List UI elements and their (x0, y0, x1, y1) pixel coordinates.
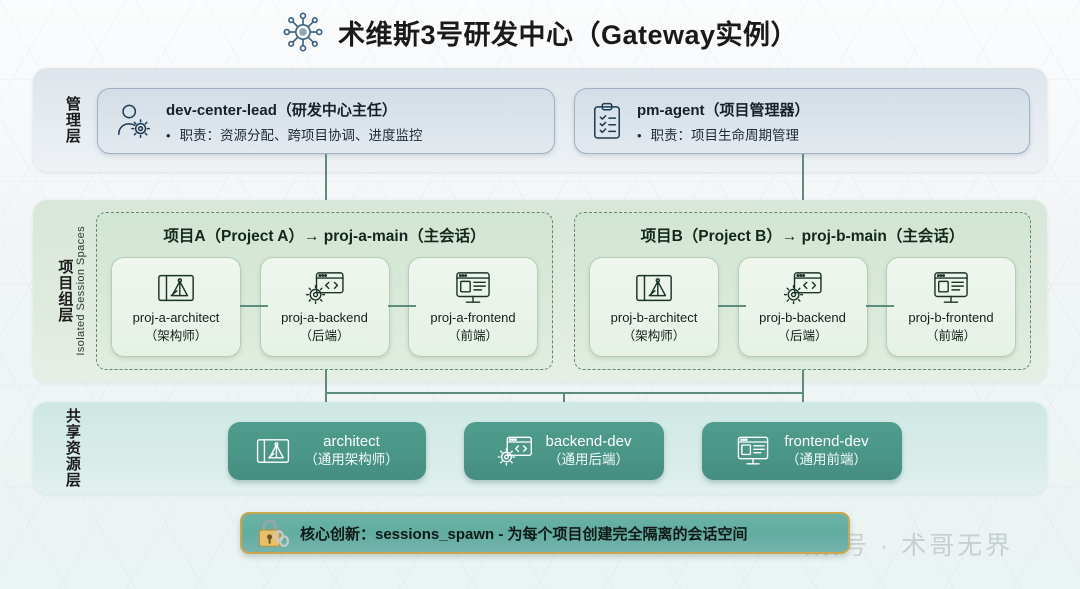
code-gear-icon (305, 272, 344, 305)
connector-proj-b-to-shared (802, 370, 804, 422)
agent-name: proj-b-architect (610, 309, 698, 325)
agent-name: proj-a-frontend (430, 309, 516, 325)
shared-resource-name: backend-dev (545, 433, 632, 451)
agent-name: proj-b-frontend (908, 309, 994, 325)
project-layer-label-text: 项目组层 (56, 259, 74, 323)
agent-proj-a-architect[interactable]: proj-a-architect （架构师） (111, 257, 241, 357)
shared-resource-backend-dev[interactable]: backend-dev （通用后端） (464, 422, 664, 480)
connector-a-backend-frontend (388, 305, 416, 307)
management-layer-label-text: 管理层 (63, 96, 81, 144)
card-title: dev-center-lead（研发中心主任） (166, 101, 397, 119)
project-b-agent-list: proj-b-architect （架构师） (589, 257, 1016, 357)
project-layer-sublabel-text: Isolated Session Spaces (75, 226, 88, 356)
card-description: 职责：资源分配、跨项目协调、进度监控 (166, 124, 423, 144)
blueprint-icon (257, 439, 290, 463)
shared-resource-name: frontend-dev (784, 433, 869, 451)
connector-mgmt-a-to-proj-a (325, 154, 327, 212)
agent-proj-b-backend[interactable]: proj-b-backend （后端） (737, 257, 868, 357)
shared-resource-role: （通用前端） (785, 452, 867, 468)
connector-b-backend-frontend (866, 305, 894, 307)
shared-layer-label: 共享资源层 (45, 402, 99, 494)
connector-mgmt-b-to-proj-b (802, 154, 804, 212)
blueprint-icon (158, 274, 194, 301)
agent-role: （后端） (299, 328, 350, 343)
project-group-b-heading: 项目B（Project B）→ proj-b-main（主会话） (640, 228, 965, 245)
agent-proj-b-architect[interactable]: proj-b-architect （架构师） (589, 257, 719, 357)
project-group-a-heading: 项目A（Project A）→ proj-a-main（主会话） (163, 228, 486, 245)
agent-name: proj-a-backend (281, 309, 368, 325)
connector-a-arch-backend (240, 305, 268, 307)
agent-role: （前端） (925, 328, 976, 343)
shared-resource-role: （通用架构师） (304, 452, 399, 468)
agent-name: proj-b-backend (759, 309, 846, 325)
core-innovation-text: 核心创新：sessions_spawn - 为每个项目创建完全隔离的会话空间 (300, 525, 748, 543)
agent-role: （后端） (777, 328, 828, 343)
project-group-b: 项目B（Project B）→ proj-b-main（主会话） proj-b-… (574, 212, 1031, 370)
user-gear-icon (118, 104, 151, 139)
card-pm-agent[interactable]: pm-agent（项目管理器） 职责：项目生命周期管理 (574, 88, 1030, 154)
shared-resource-name: architect (323, 433, 380, 451)
blueprint-icon (636, 274, 672, 301)
core-innovation-banner: 核心创新：sessions_spawn - 为每个项目创建完全隔离的会话空间 (240, 512, 850, 554)
project-group-a: 项目A（Project A）→ proj-a-main（主会话） proj-a-… (96, 212, 553, 370)
shared-resource-architect[interactable]: architect （通用架构师） (228, 422, 426, 480)
page-title-text: 术维斯3号研发中心（Gateway实例） (337, 19, 799, 50)
card-description: 职责：项目生命周期管理 (637, 124, 810, 144)
monitor-layout-icon (456, 272, 490, 303)
agent-proj-a-frontend[interactable]: proj-a-frontend （前端） (408, 257, 538, 357)
agent-proj-a-backend[interactable]: proj-a-backend （后端） (259, 257, 390, 357)
agent-role: （架构师） (622, 328, 686, 343)
lock-chain-icon (258, 518, 290, 547)
card-dev-center-lead[interactable]: dev-center-lead（研发中心主任） 职责：资源分配、跨项目协调、进度… (97, 88, 555, 154)
project-layer-label: 项目组层 Isolated Session Spaces (45, 200, 99, 382)
management-layer-label: 管理层 (45, 68, 99, 172)
shared-resource-role: （通用后端） (548, 452, 629, 468)
network-hub-icon (283, 12, 323, 52)
shared-resource-frontend-dev[interactable]: frontend-dev （通用前端） (702, 422, 902, 480)
agent-proj-b-frontend[interactable]: proj-b-frontend （前端） (886, 257, 1016, 357)
card-title: pm-agent（项目管理器） (637, 101, 810, 119)
monitor-layout-icon (934, 272, 968, 303)
shared-layer-label-text: 共享资源层 (63, 408, 81, 488)
monitor-layout-icon (738, 436, 769, 465)
connector-proj-a-to-shared (325, 370, 327, 422)
agent-role: （架构师） (144, 328, 208, 343)
agent-name: proj-a-architect (132, 309, 220, 325)
code-gear-icon (783, 272, 822, 305)
connector-b-arch-backend (718, 305, 746, 307)
code-gear-icon (497, 436, 532, 466)
agent-role: （前端） (447, 328, 498, 343)
clipboard-check-icon (594, 102, 620, 139)
project-a-agent-list: proj-a-architect （架构师） (111, 257, 538, 357)
page-title: 术维斯3号研发中心（Gateway实例） (0, 6, 1080, 58)
